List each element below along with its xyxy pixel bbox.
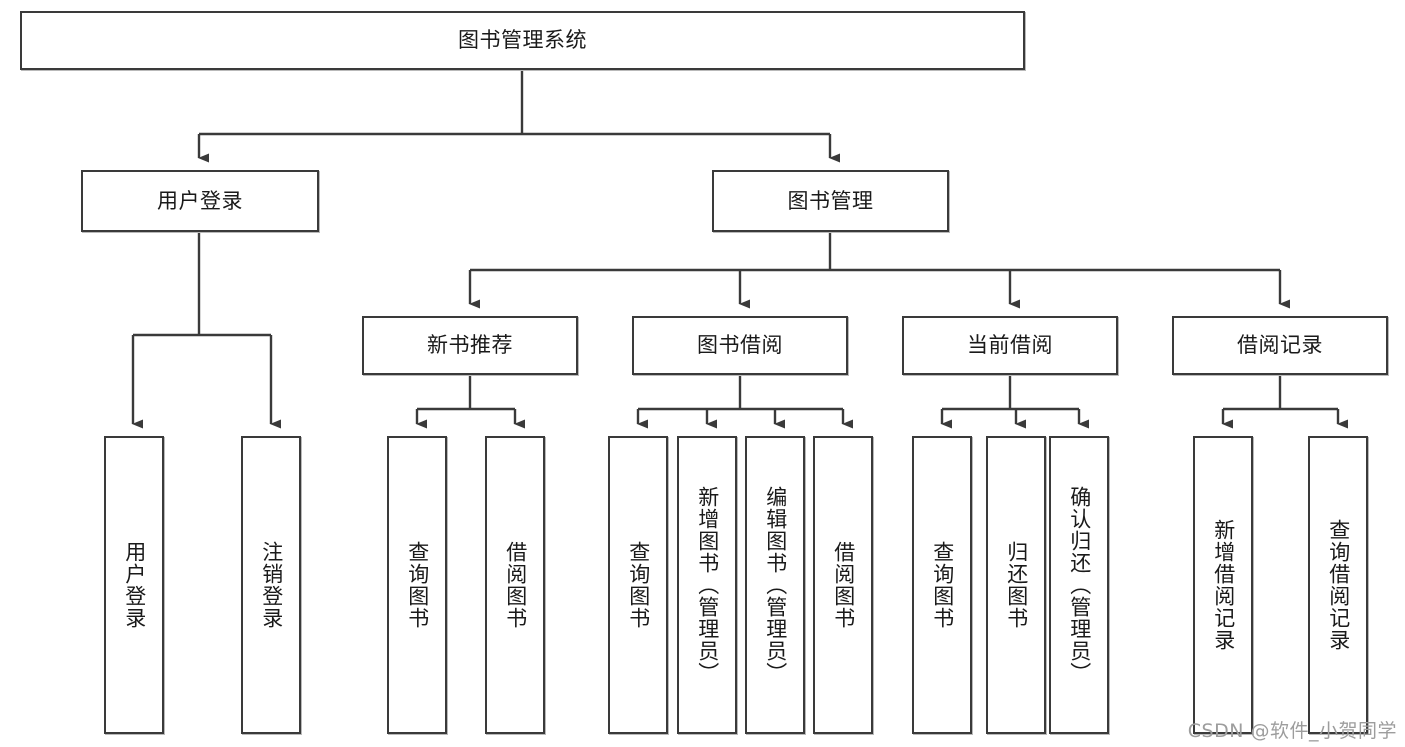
node-leaf-query-book-borrow-label: 查询图书 (626, 541, 651, 629)
node-leaf-add-book-admin-label: 新增图书（管理员） (695, 486, 720, 684)
node-book-borrow[interactable]: 图书借阅 (632, 316, 848, 375)
csdn-watermark: CSDN @软件_小贺同学 (1187, 720, 1397, 742)
node-user-login[interactable]: 用户登录 (81, 170, 319, 232)
node-book-management-label: 图书管理 (787, 188, 874, 213)
node-root-label: 图书管理系统 (458, 28, 587, 52)
node-new-book-recommend[interactable]: 新书推荐 (362, 316, 578, 375)
node-borrow-records-label: 借阅记录 (1237, 333, 1323, 357)
node-leaf-query-book-rec[interactable]: 查询图书 (387, 436, 447, 734)
node-root[interactable]: 图书管理系统 (20, 11, 1025, 70)
node-borrow-records[interactable]: 借阅记录 (1172, 316, 1388, 375)
node-leaf-confirm-return-admin-label: 确认归还（管理员） (1067, 486, 1092, 684)
node-leaf-return-book[interactable]: 归还图书 (986, 436, 1046, 734)
node-user-login-label: 用户登录 (157, 188, 243, 213)
node-leaf-add-book-admin[interactable]: 新增图书（管理员） (677, 436, 737, 734)
node-leaf-query-record[interactable]: 查询借阅记录 (1308, 436, 1368, 734)
node-leaf-borrow-book-rec[interactable]: 借阅图书 (485, 436, 545, 734)
node-leaf-query-book-rec-label: 查询图书 (405, 541, 430, 629)
node-leaf-query-record-label: 查询借阅记录 (1326, 519, 1351, 651)
node-book-borrow-label: 图书借阅 (697, 333, 783, 357)
node-leaf-user-login-label: 用户登录 (122, 541, 147, 629)
node-leaf-logout[interactable]: 注销登录 (241, 436, 301, 734)
node-leaf-return-book-label: 归还图书 (1004, 541, 1029, 629)
node-leaf-add-record-label: 新增借阅记录 (1211, 519, 1236, 651)
node-current-borrow[interactable]: 当前借阅 (902, 316, 1118, 375)
node-leaf-query-book-current-label: 查询图书 (930, 541, 955, 629)
node-leaf-query-book-borrow[interactable]: 查询图书 (608, 436, 668, 734)
node-new-book-recommend-label: 新书推荐 (427, 333, 513, 357)
node-leaf-edit-book-admin-label: 编辑图书（管理员） (763, 486, 788, 684)
node-leaf-borrow-book-rec-label: 借阅图书 (503, 541, 528, 629)
node-leaf-confirm-return-admin[interactable]: 确认归还（管理员） (1049, 436, 1109, 734)
node-leaf-add-record[interactable]: 新增借阅记录 (1193, 436, 1253, 734)
node-leaf-logout-label: 注销登录 (259, 541, 284, 629)
node-leaf-edit-book-admin[interactable]: 编辑图书（管理员） (745, 436, 805, 734)
node-book-management[interactable]: 图书管理 (712, 170, 949, 232)
node-leaf-user-login[interactable]: 用户登录 (104, 436, 164, 734)
node-leaf-query-book-current[interactable]: 查询图书 (912, 436, 972, 734)
node-current-borrow-label: 当前借阅 (967, 333, 1053, 357)
node-leaf-borrow-book-label: 借阅图书 (831, 541, 856, 629)
node-leaf-borrow-book[interactable]: 借阅图书 (813, 436, 873, 734)
